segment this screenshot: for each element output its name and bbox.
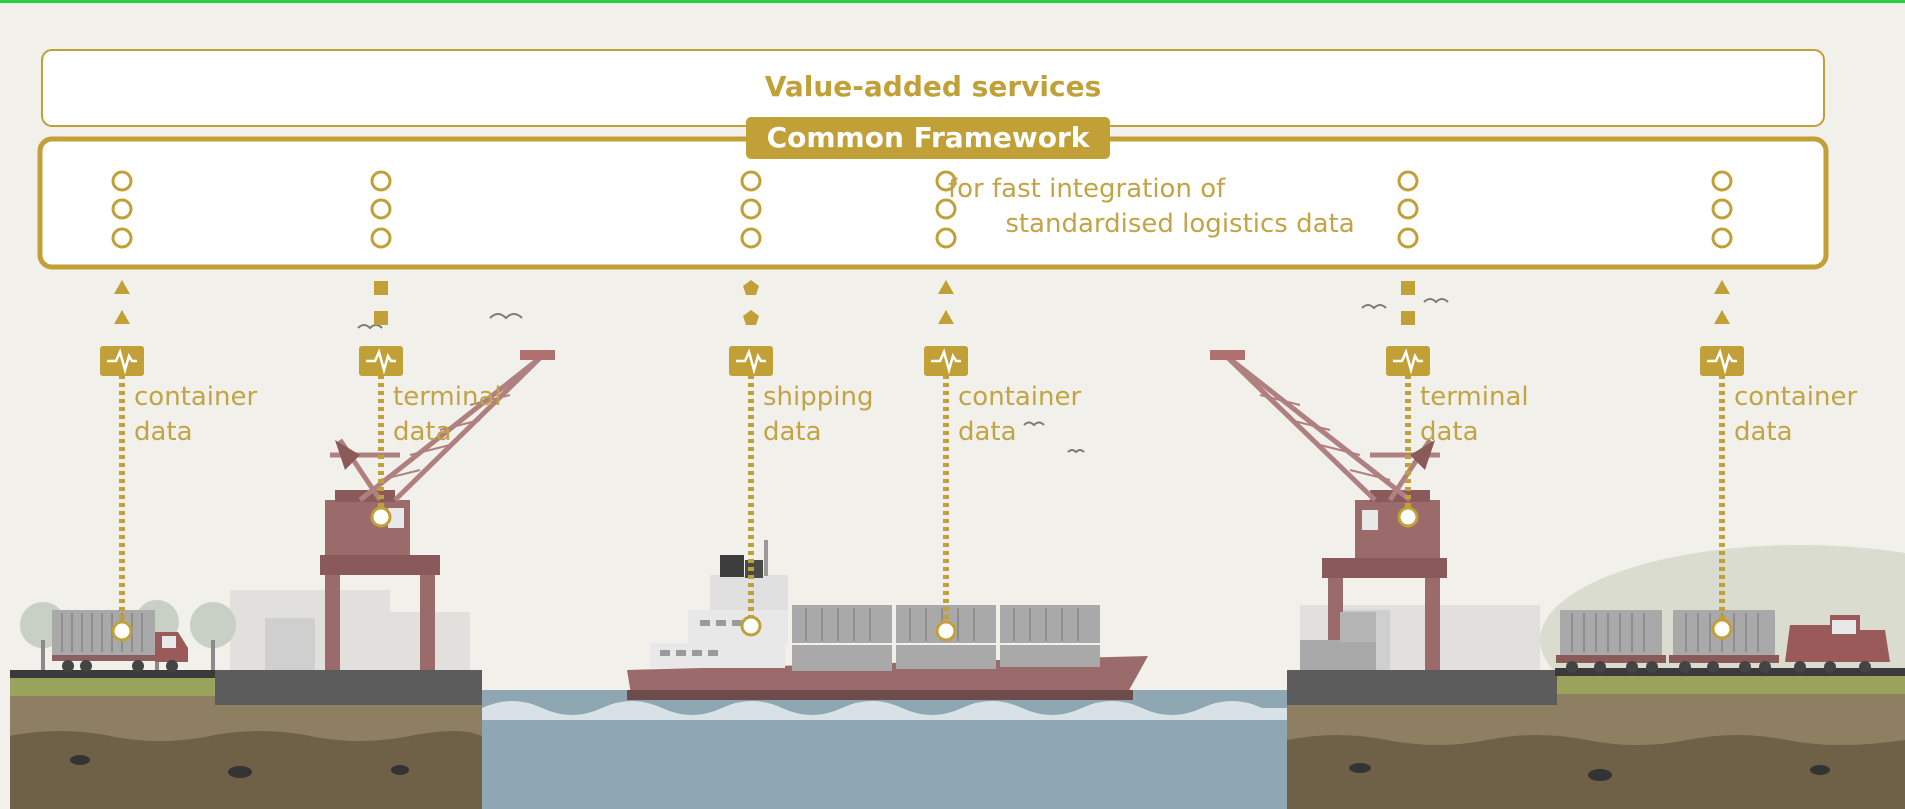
framework-port-circle — [370, 227, 392, 249]
feed-label-line2: data — [134, 417, 193, 447]
value-added-services-title: Value-added services — [764, 70, 1102, 103]
source-node-circle — [1711, 618, 1733, 640]
buildings-left — [230, 590, 470, 670]
pulse-icon — [931, 348, 961, 375]
pulse-icon — [736, 348, 766, 375]
framework-port-circle — [1711, 170, 1733, 192]
feeds-layer — [100, 170, 1744, 642]
train — [1556, 610, 1890, 673]
common-framework-label: Common Framework — [766, 121, 1090, 154]
framework-port-circle — [935, 170, 957, 192]
framework-port-circle — [1397, 227, 1419, 249]
feed-label-line2: data — [1734, 417, 1793, 447]
frame-border-top — [0, 0, 1905, 3]
triangle-marker-icon — [1714, 310, 1730, 324]
feed-label-line1: terminal — [393, 382, 502, 412]
source-node-circle — [370, 506, 392, 528]
framework-port-circle — [740, 170, 762, 192]
framework-port-circle — [111, 198, 133, 220]
feed-label-line2: data — [1420, 417, 1479, 447]
feed-label-line2: data — [958, 417, 1017, 447]
source-node-circle — [1397, 506, 1419, 528]
triangle-marker-icon — [1714, 280, 1730, 294]
feed-label-line2: data — [393, 417, 452, 447]
feed-label-line1: shipping — [763, 382, 874, 412]
pulse-icon — [366, 348, 396, 375]
framework-port-circle — [740, 198, 762, 220]
source-node-circle — [740, 615, 762, 637]
pulse-icon — [107, 348, 137, 375]
ground-left — [10, 670, 482, 809]
framework-port-circle — [111, 170, 133, 192]
triangle-marker-icon — [114, 280, 130, 294]
birds — [357, 298, 1449, 454]
framework-port-circle — [1711, 198, 1733, 220]
square-marker-icon — [1401, 281, 1415, 295]
truck — [52, 610, 188, 672]
source-node-circle — [111, 620, 133, 642]
framework-description-line1: for fast integration of — [948, 174, 1226, 204]
pentagon-marker-icon — [743, 310, 759, 325]
feed-label-line1: container — [1734, 382, 1858, 412]
feed-label-line1: terminal — [1420, 382, 1529, 412]
framework-port-circle — [935, 198, 957, 220]
waves — [482, 701, 1287, 720]
quay-containers-right — [1300, 612, 1376, 670]
pulse-icon — [1393, 348, 1423, 375]
ground-right — [1287, 668, 1905, 809]
square-marker-icon — [374, 281, 388, 295]
framework-port-circle — [740, 227, 762, 249]
framework-port-circle — [1711, 227, 1733, 249]
framework-port-circle — [370, 170, 392, 192]
pulse-icon — [1707, 348, 1737, 375]
source-node-circle — [935, 620, 957, 642]
feed-label-line2: data — [763, 417, 822, 447]
crane-left — [320, 350, 555, 670]
framework-badge — [746, 117, 1110, 159]
framework-port-circle — [111, 227, 133, 249]
framework-port-circle — [370, 198, 392, 220]
framework-port-circle — [935, 227, 957, 249]
triangle-marker-icon — [114, 310, 130, 324]
pentagon-marker-icon — [743, 280, 759, 295]
triangle-marker-icon — [938, 280, 954, 294]
framework-port-circle — [1397, 198, 1419, 220]
feed-label-line1: container — [134, 382, 258, 412]
square-marker-icon — [1401, 311, 1415, 325]
framework-port-circle — [1397, 170, 1419, 192]
framework-description-line2: standardised logistics data — [1005, 209, 1355, 239]
feed-label-line1: container — [958, 382, 1082, 412]
square-marker-icon — [374, 311, 388, 325]
triangle-marker-icon — [938, 310, 954, 324]
